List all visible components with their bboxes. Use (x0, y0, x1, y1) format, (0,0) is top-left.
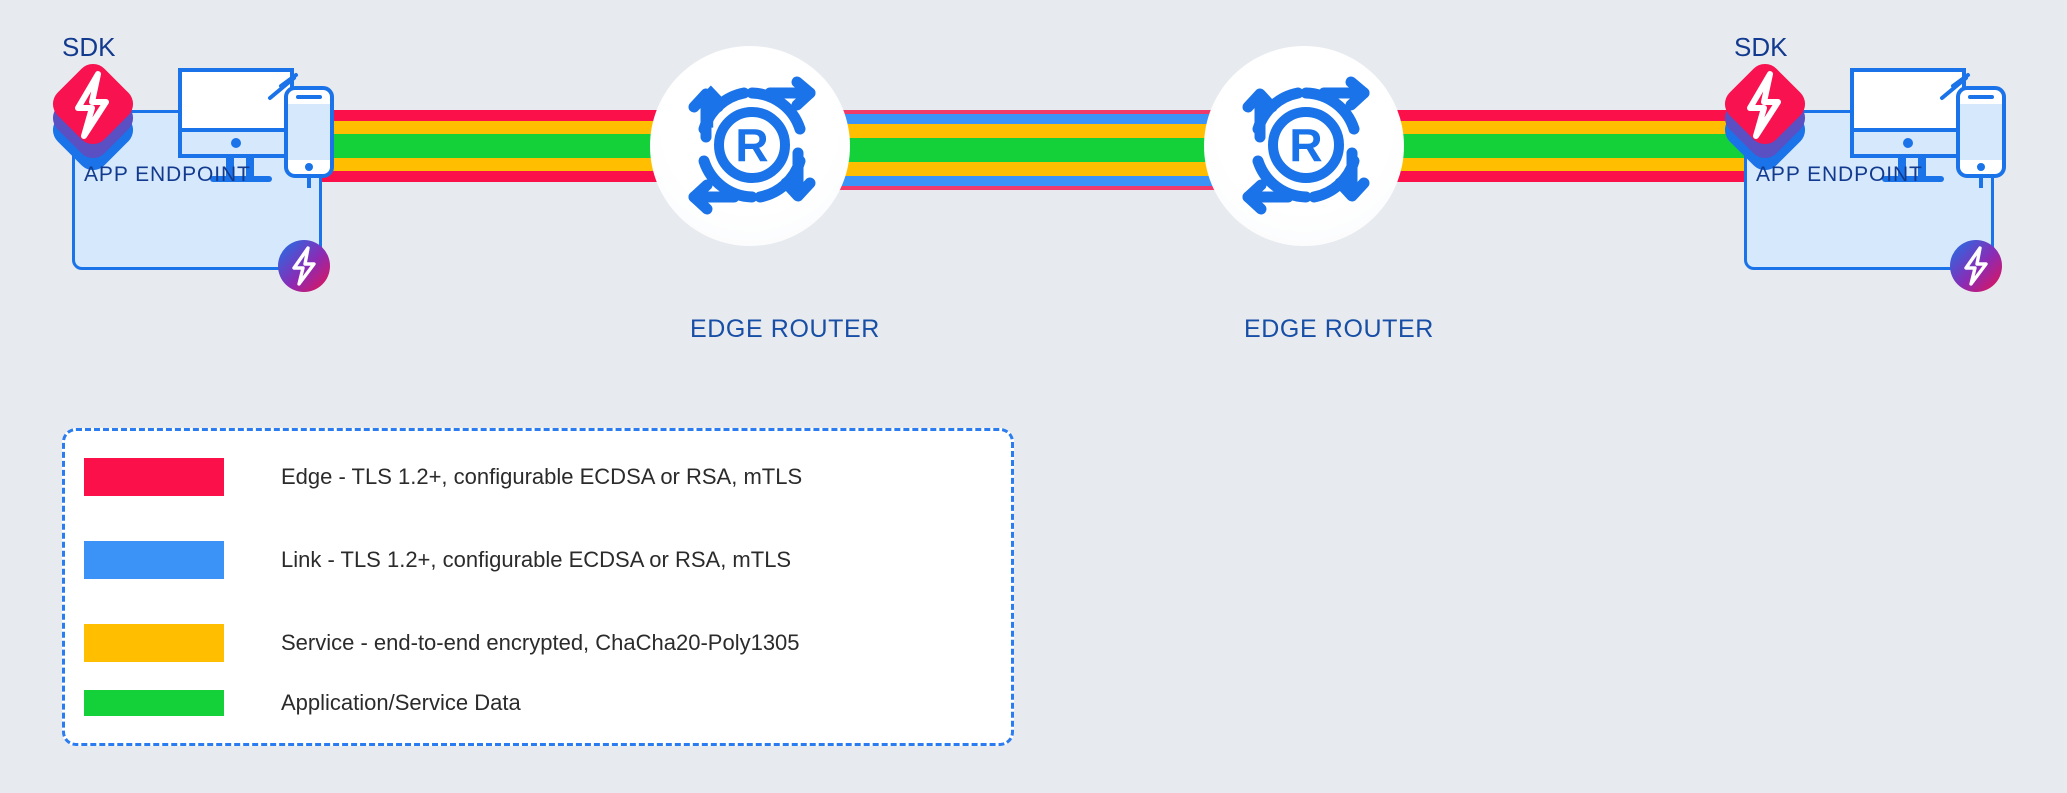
legend-swatch-edge (84, 458, 224, 496)
right-ziti-bolt-badge-icon[interactable] (1950, 240, 2002, 292)
svg-text:R: R (1289, 119, 1322, 171)
right-edge-router-label: EDGE ROUTER (1244, 315, 1434, 343)
legend-swatch-data (84, 690, 224, 716)
stripe-link-edge-hint-top-middle (760, 110, 1320, 114)
legend-row-link: Link - TLS 1.2+, configurable ECDSA or R… (84, 541, 984, 579)
left-edge-router-icon: R (682, 75, 822, 215)
left-edge-router-label: EDGE ROUTER (690, 315, 880, 343)
left-sdk-stack-icon (38, 58, 148, 170)
stripe-edge-red-top-left (295, 110, 795, 121)
left-endpoint-devices (178, 68, 338, 188)
left-sdk-label: SDK (62, 32, 116, 62)
left-edge-router-circle[interactable] (650, 46, 850, 246)
legend-row-data: Application/Service Data (84, 690, 984, 716)
legend-label-link: Link - TLS 1.2+, configurable ECDSA or R… (281, 547, 792, 572)
legend-swatch-link (84, 541, 224, 579)
legend-label-edge: Edge - TLS 1.2+, configurable ECDSA or R… (281, 464, 803, 489)
stripe-edge-red-bottom-right (1290, 171, 1790, 182)
stripe-link-blue-bottom-middle (760, 176, 1320, 186)
stripe-edge-red-bottom-left (295, 171, 795, 182)
legend-swatch-service (84, 624, 224, 662)
legend-row-service: Service - end-to-end encrypted, ChaCha20… (84, 624, 984, 662)
stripe-service-yellow-bottom-right (1290, 158, 1790, 171)
legend-label-service: Service - end-to-end encrypted, ChaCha20… (281, 630, 800, 655)
right-app-endpoint-label: APP ENDPOINT (1756, 163, 1923, 186)
stripe-edge-red-top-right (1290, 110, 1790, 121)
right-endpoint-devices (1850, 68, 2010, 188)
legend-label-data: Application/Service Data (281, 690, 521, 715)
right-sdk-label: SDK (1734, 32, 1788, 62)
legend-row-edge: Edge - TLS 1.2+, configurable ECDSA or R… (84, 458, 984, 496)
stripe-service-yellow-top-right (1290, 121, 1790, 134)
right-sdk-stack-icon (1710, 58, 1820, 170)
right-edge-router-icon: R (1236, 75, 1376, 215)
left-app-endpoint-label: APP ENDPOINT (84, 163, 251, 186)
left-ziti-bolt-badge-icon[interactable] (278, 240, 330, 292)
stripe-link-blue-top-middle (760, 114, 1320, 124)
stripe-link-edge-hint-bottom-middle (760, 186, 1320, 190)
svg-text:R: R (735, 119, 768, 171)
right-edge-router-circle[interactable] (1204, 46, 1404, 246)
